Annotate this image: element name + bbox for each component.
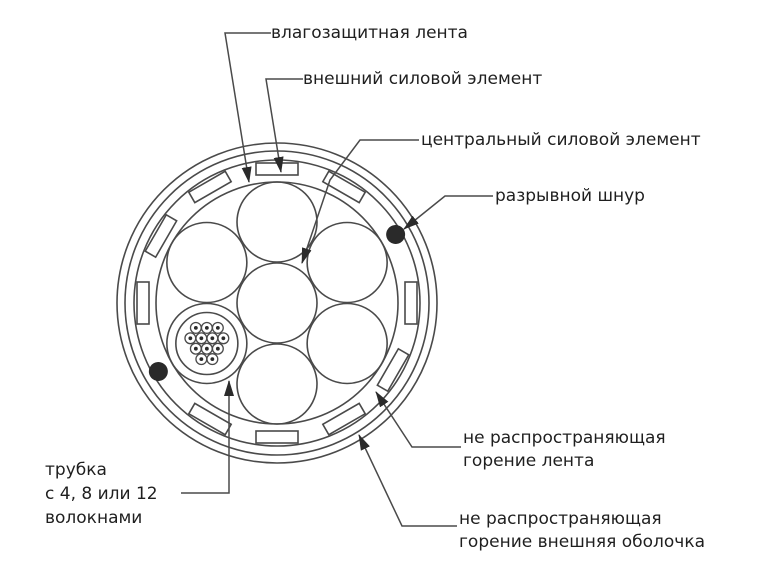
optical-fiber-core — [210, 336, 215, 341]
optical-fiber-core — [215, 326, 220, 330]
outer-sheath-inner-circle — [124, 150, 430, 456]
optical-fiber-core — [221, 336, 226, 341]
strength-rod — [255, 430, 299, 444]
moisture-tape-circle — [155, 181, 399, 425]
strength-rod — [376, 347, 410, 393]
strength-rod — [321, 170, 367, 204]
strength-rod — [144, 213, 178, 259]
label-fr-sheath-line1: не распространяющая — [459, 509, 662, 529]
optical-fiber-core — [215, 346, 220, 351]
leader-fr-sheath — [358, 434, 457, 527]
buffer-tube — [236, 181, 318, 263]
optical-fiber-core — [188, 336, 193, 341]
label-fr-sheath-line2: горение внешняя оболочка — [459, 532, 706, 552]
buffer-tube — [166, 221, 248, 304]
buffer-tube — [306, 302, 388, 385]
label-central-strength: центральный силовой элемент — [421, 130, 701, 150]
label-fr-tape-line2: горение лента — [463, 451, 595, 471]
buffer-tube — [236, 343, 318, 425]
label-moisture-tape: влагозащитная лента — [271, 23, 468, 43]
leader-central-strength — [301, 139, 419, 264]
optical-fiber-core — [210, 357, 215, 361]
leader-fr-tape — [375, 391, 461, 448]
outer-sheath-outer-circle — [116, 142, 438, 464]
strength-rod — [404, 281, 418, 325]
leader-outer-strength — [265, 78, 303, 173]
label-fiber-tube-line1: трубка — [45, 460, 107, 480]
leader-ripcord — [403, 195, 493, 230]
strength-rod — [136, 281, 150, 325]
label-fr-tape-line1: не распространяющая — [463, 428, 666, 448]
label-outer-strength: внешний силовой элемент — [303, 69, 543, 89]
optical-fiber-core — [193, 346, 198, 351]
buffer-tube — [306, 221, 388, 304]
optical-fiber-core — [204, 346, 209, 351]
leader-fiber-tube — [181, 380, 234, 494]
strength-rod — [187, 402, 233, 436]
optical-fiber-core — [193, 326, 198, 330]
optical-fiber-core — [199, 336, 204, 341]
optical-fiber-core — [199, 357, 204, 361]
label-fiber-tube-line3: волокнами — [45, 508, 143, 528]
leader-moisture-tape — [224, 32, 271, 183]
flame-retardant-tape-circle — [133, 159, 421, 447]
label-fr-tape: не распространяющая горение лента — [463, 427, 666, 473]
ripcord-dot — [386, 225, 406, 244]
label-fr-sheath: не распространяющая горение внешняя обол… — [459, 508, 705, 554]
strength-rod — [255, 162, 299, 176]
fiber-tube-inner-wall — [175, 311, 239, 376]
strength-rod — [187, 170, 233, 204]
label-fiber-tube: трубка с 4, 8 или 12 волокнами — [45, 458, 158, 530]
fiber-tube-outer-wall — [166, 302, 248, 385]
optical-fiber-core — [204, 326, 209, 330]
label-ripcord: разрывной шнур — [495, 186, 645, 206]
label-fiber-tube-line2: с 4, 8 или 12 — [45, 484, 158, 504]
ripcord-dot — [148, 362, 168, 381]
central-strength-element — [236, 262, 318, 344]
strength-rod — [321, 402, 367, 436]
